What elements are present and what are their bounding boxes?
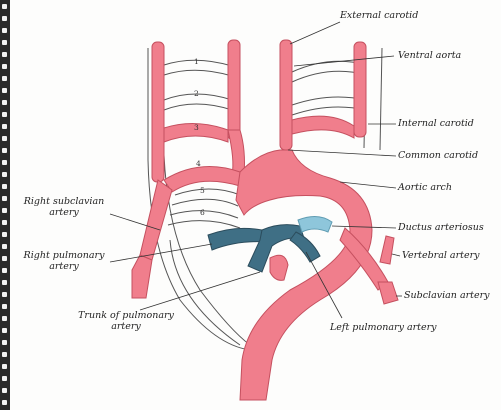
label-external-carotid: External carotid [340, 10, 418, 21]
ductus-arteriosus-shape [298, 216, 332, 232]
label-internal-carotid: Internal carotid [398, 118, 474, 129]
left-external-carotid [280, 40, 292, 150]
ductus-arteriosus-vessel [298, 216, 332, 232]
leader-right-pulmonary [110, 244, 212, 262]
right-external-carotid [152, 42, 164, 182]
label-trunk-pulmonary-line1: Trunk of pulmonary [66, 310, 186, 321]
left-arch-3 [292, 116, 354, 138]
left-internal-carotid-top [354, 42, 366, 137]
label-subclavian-artery: Subclavian artery [404, 290, 490, 301]
label-left-pulmonary-artery: Left pulmonary artery [330, 322, 437, 333]
label-right-pulmonary-line2: artery [14, 261, 114, 272]
left-vertebral [380, 236, 394, 264]
right-internal-trunk [228, 40, 240, 140]
aortic-arch [236, 150, 372, 400]
arch-number-2: 2 [194, 89, 199, 98]
label-aortic-arch: Aortic arch [398, 182, 452, 193]
label-trunk-pulmonary-line2: artery [66, 321, 186, 332]
label-right-subclavian-artery: Right subclavian artery [14, 196, 114, 218]
leader-trunk-pulmonary [140, 272, 260, 310]
label-right-pulmonary-line1: Right pulmonary [14, 250, 114, 261]
leader-external-carotid [290, 22, 340, 44]
right-subclavian-end [132, 255, 152, 298]
label-right-subclavian-line2: artery [14, 207, 114, 218]
label-right-pulmonary-artery: Right pulmonary artery [14, 250, 114, 272]
arch-number-5: 5 [200, 186, 205, 195]
arch-number-4: 4 [196, 159, 201, 168]
label-right-subclavian-line1: Right subclavian [14, 196, 114, 207]
leader-ventral-aorta [294, 56, 394, 66]
arch-5-left-b [172, 199, 238, 206]
pulmonary-trunk-root [270, 255, 288, 280]
label-common-carotid: Common carotid [398, 150, 478, 161]
arch-number-1: 1 [194, 57, 199, 66]
leader-common-carotid [288, 150, 396, 156]
arch-1-left-b [164, 70, 232, 76]
arch-number-3: 3 [194, 123, 199, 132]
arch-2-left-b [164, 104, 232, 110]
right-subclavian-branch [140, 180, 172, 260]
label-ductus-arteriosus: Ductus arteriosus [398, 222, 484, 233]
arch-number-6: 6 [200, 208, 205, 217]
left-pulmonary-artery [290, 232, 320, 262]
label-trunk-of-pulmonary-artery: Trunk of pulmonary artery [66, 310, 186, 332]
right-outline-outer [380, 48, 382, 150]
label-vertebral-artery: Vertebral artery [402, 250, 480, 261]
left-subclavian-tip [378, 282, 398, 304]
arch-5-left [175, 189, 240, 195]
right-common-carotid [228, 130, 245, 175]
label-ventral-aorta: Ventral aorta [398, 50, 461, 61]
leader-vertebral-artery [392, 254, 400, 256]
arch-6-left-b [168, 221, 240, 228]
